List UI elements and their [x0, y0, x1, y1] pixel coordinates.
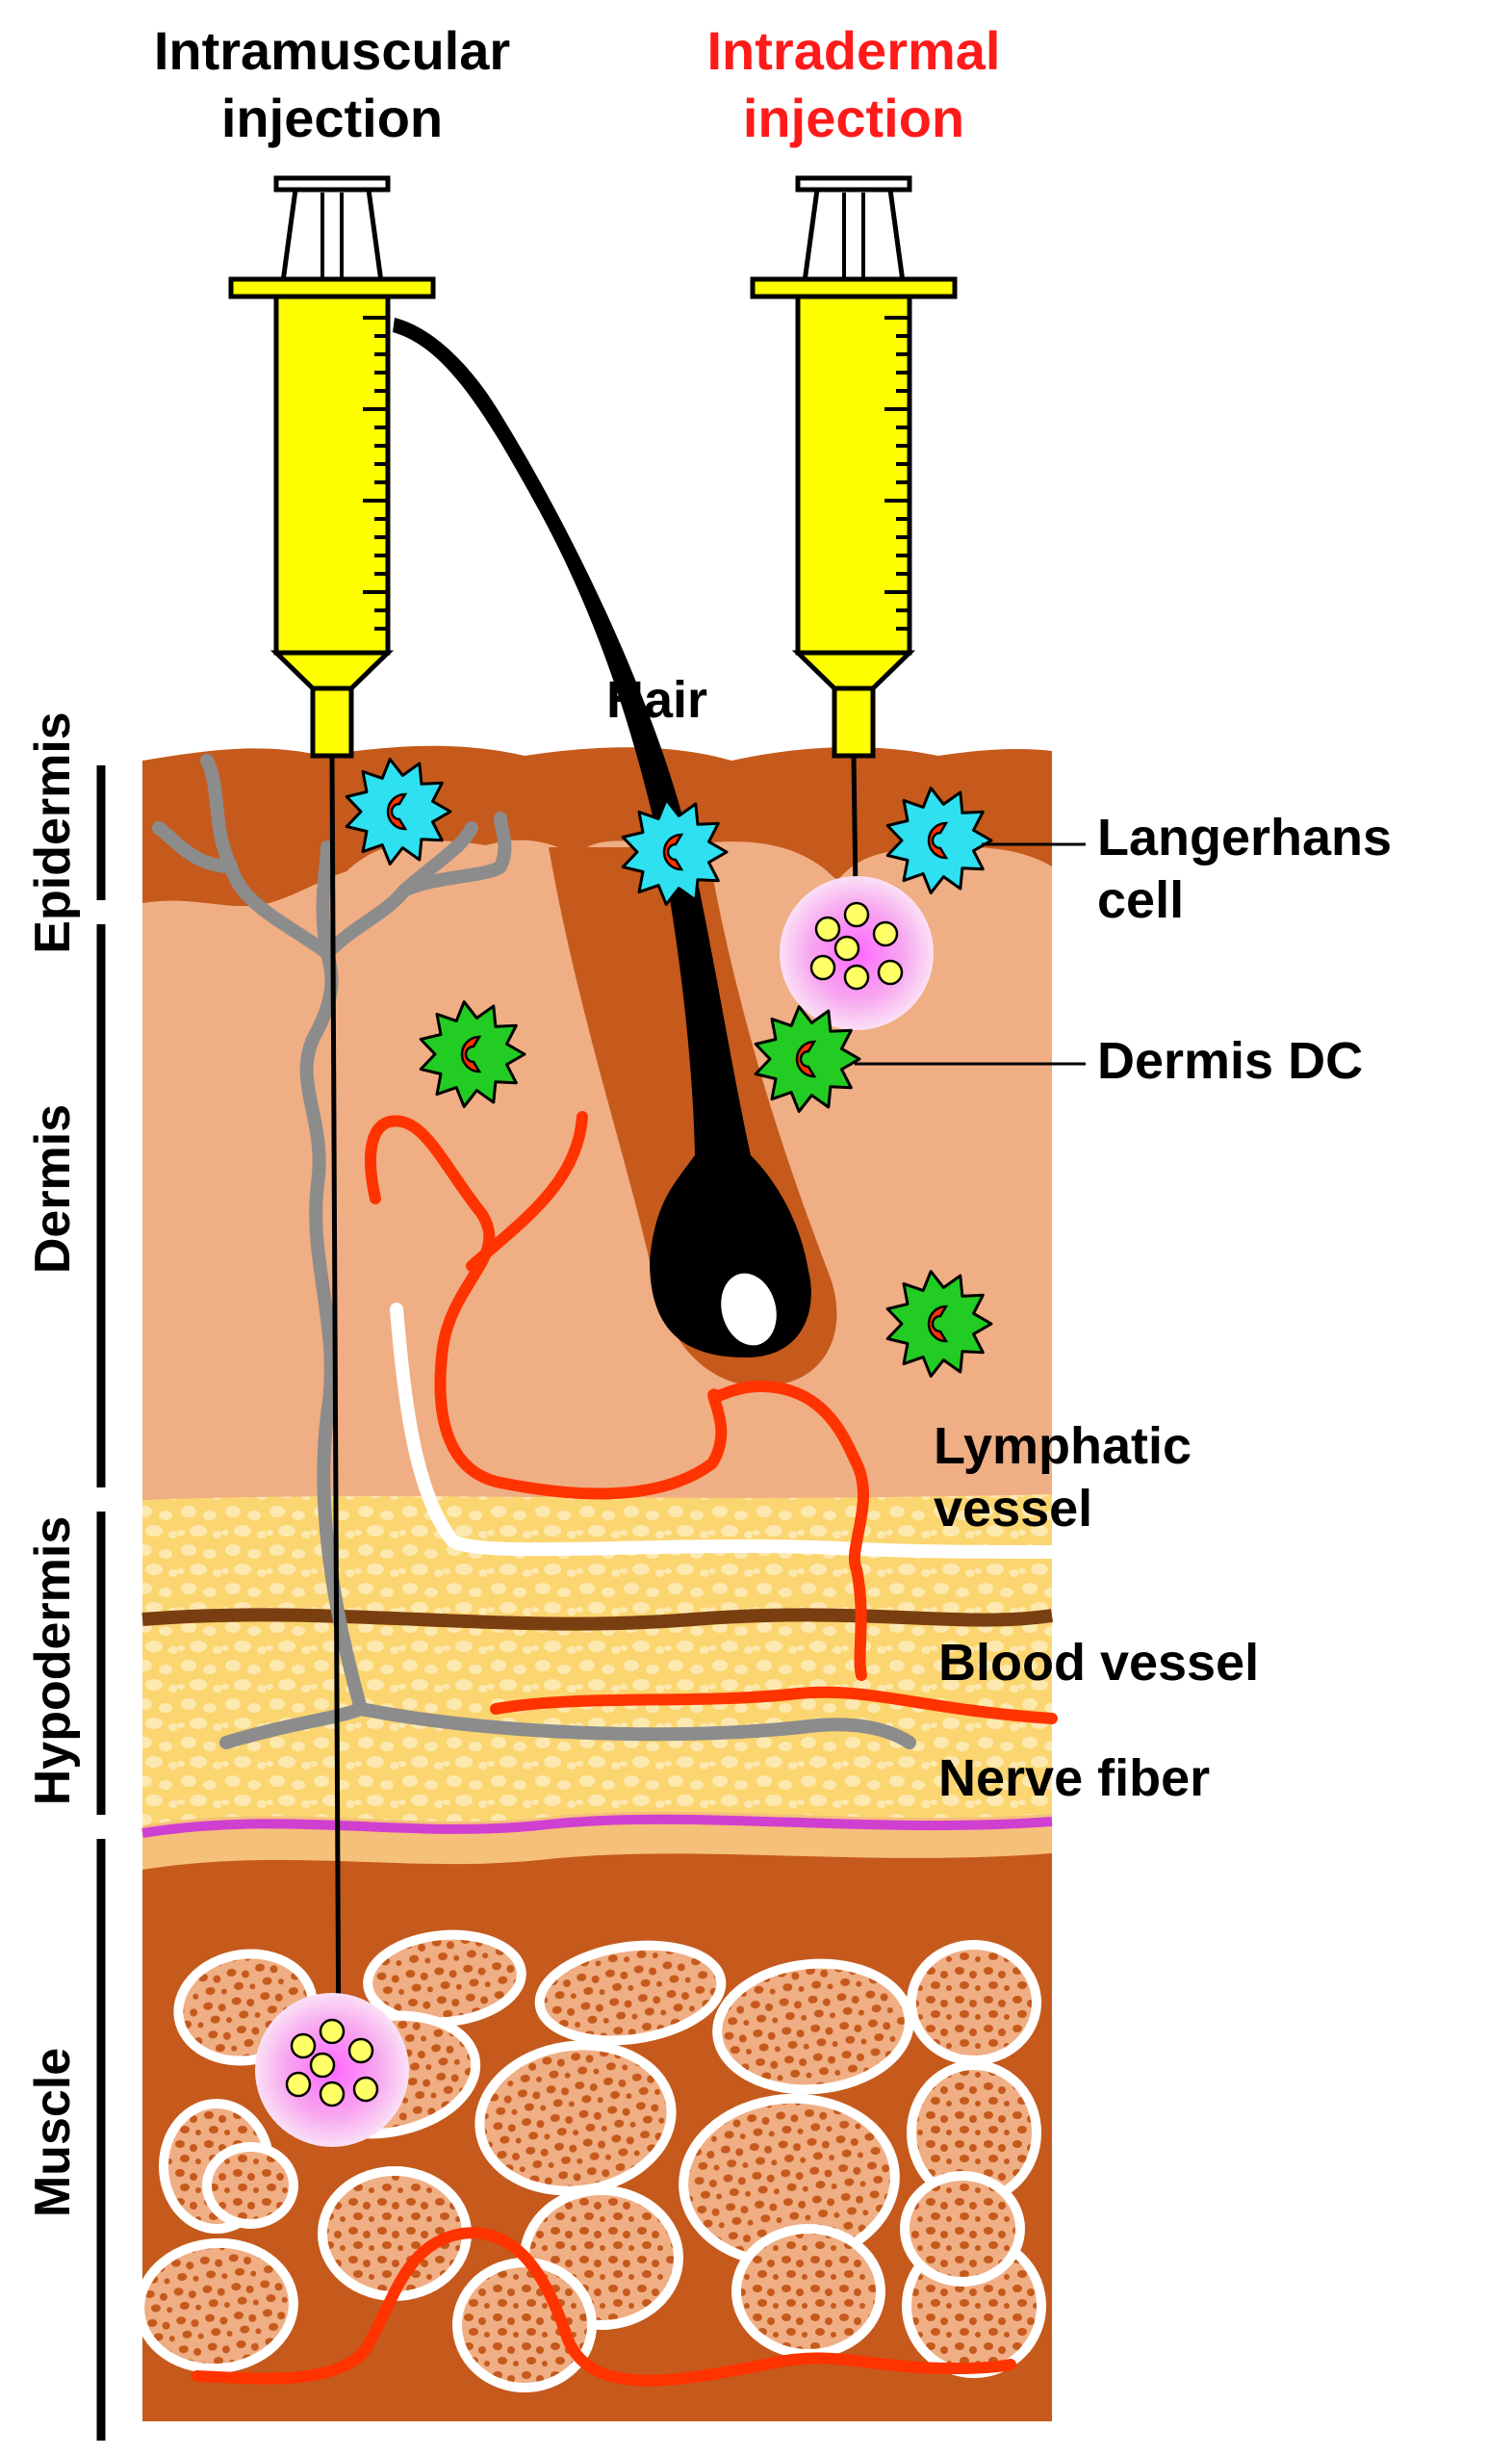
title-intradermal: Intradermal injection — [707, 20, 1001, 148]
leader-lines — [855, 842, 1086, 1066]
syringe-icon-intramuscular — [228, 175, 436, 759]
dendritic-cell-icon — [885, 1270, 993, 1378]
title-intradermal-line2: injection — [743, 88, 964, 148]
dendritic-cell-icon — [754, 1005, 861, 1113]
label-nerve-fiber: Nerve fiber — [938, 1749, 1210, 1807]
dendritic-cell-icon — [419, 1000, 526, 1108]
label-lymphatic-line2: vessel — [934, 1480, 1092, 1538]
muscle-fibers — [135, 1929, 1046, 2392]
title-intramuscular: Intramuscular injection — [154, 20, 510, 148]
muscle-fiber — [135, 2237, 298, 2374]
label-langerhans-line1: Langerhans — [1097, 809, 1392, 866]
layer-label-epidermis: Epidermis — [25, 711, 81, 953]
muscle-fiber — [202, 2142, 298, 2229]
blood-vessel — [192, 1111, 1058, 2387]
title-intramuscular-line1: Intramuscular — [154, 20, 510, 81]
langerhans-cell-icon — [885, 787, 993, 894]
label-dermis-dc: Dermis DC — [1097, 1032, 1363, 1090]
muscle-fiber — [900, 2171, 1025, 2287]
langerhans-cell-icon — [621, 798, 729, 906]
title-intramuscular-line2: injection — [221, 88, 443, 148]
langerhans-cell-icon — [345, 758, 452, 866]
layer-label-muscle: Muscle — [25, 2048, 81, 2217]
muscle-fiber — [452, 2258, 597, 2392]
label-lymphatic-line1: Lymphatic — [934, 1417, 1192, 1475]
label-blood-vessel: Blood vessel — [938, 1634, 1259, 1692]
label-langerhans-line2: cell — [1097, 871, 1184, 929]
needle-intramuscular — [329, 755, 342, 2071]
muscle-fiber — [731, 2224, 885, 2359]
title-intradermal-line1: Intradermal — [707, 20, 1001, 81]
immune-cells — [345, 758, 993, 1378]
hair-follicle-icon — [393, 318, 811, 1357]
layer-label-hypodermis: Hypodermis — [25, 1516, 81, 1806]
syringe-icon-intradermal — [750, 175, 958, 759]
vaccine-depot-icon-intradermal — [780, 876, 934, 1030]
nerve-fiber — [152, 754, 916, 1749]
fascia-layer — [141, 1811, 1053, 1870]
lymphatic-vessel — [390, 1303, 1059, 1559]
muscle-fiber — [534, 1940, 727, 2046]
label-hair: Hair — [606, 671, 707, 729]
muscle-fiber — [907, 1940, 1041, 2065]
vaccine-depot-icon-intramuscular — [255, 1993, 409, 2147]
layer-label-dermis: Dermis — [25, 1104, 81, 1274]
